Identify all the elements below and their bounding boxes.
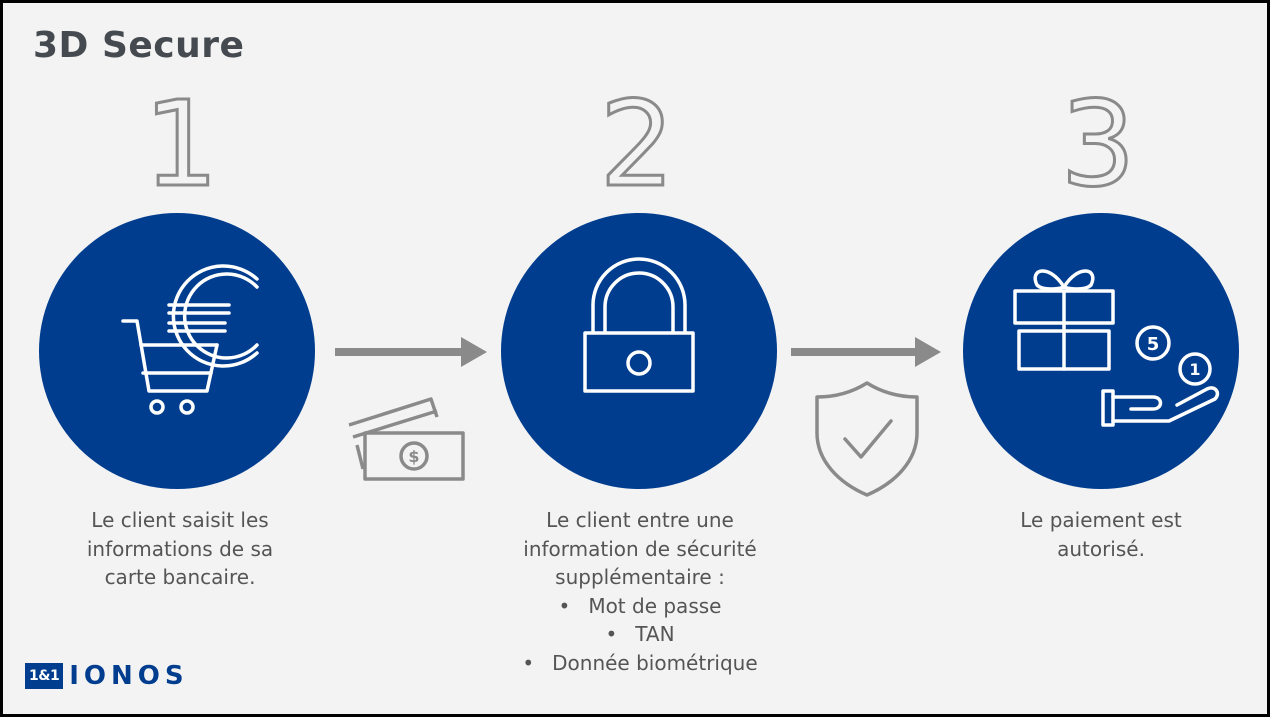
ionos-logo: 1&1 IONOS	[25, 661, 189, 691]
step-3-caption: Le paiement est autorisé.	[951, 506, 1251, 563]
logo-badge: 1&1	[25, 663, 64, 689]
caption-line: Le client entre une	[546, 508, 734, 532]
svg-text:1: 1	[1189, 360, 1200, 379]
arrow-1-to-2	[335, 337, 487, 367]
bullet-item: TAN	[490, 620, 790, 649]
caption-line: information de sécurité	[523, 536, 757, 561]
bullet-item: Donnée biométrique	[490, 649, 790, 678]
caption-line: autorisé.	[1057, 536, 1145, 561]
padlock-icon	[583, 257, 695, 393]
step-3-number: 3	[1059, 75, 1137, 213]
shopping-cart-euro-icon	[121, 264, 259, 415]
caption-line: Le paiement est	[1020, 508, 1182, 532]
svg-text:$: $	[408, 447, 419, 466]
security-options-list: Mot de passe TAN Donnée biométrique	[490, 592, 790, 678]
step-2-number: 2	[598, 75, 676, 213]
step-1-circle	[39, 213, 315, 489]
step-1-number: 1	[142, 75, 220, 213]
shield-check-icon	[815, 381, 919, 497]
bullet-item: Mot de passe	[490, 592, 790, 621]
diagram-title: 3D Secure	[33, 25, 245, 66]
caption-line: Le client saisit les	[91, 508, 269, 532]
step-2-caption: Le client entre une information de sécur…	[490, 506, 790, 677]
caption-line: informations de sa	[86, 536, 274, 561]
banknotes-icon: $	[348, 397, 465, 481]
step-1-caption: Le client saisit les informations de sa …	[30, 506, 330, 592]
svg-text:5: 5	[1147, 334, 1160, 355]
gift-coins-hand-icon: 5 1	[1013, 269, 1220, 427]
caption-line: carte bancaire.	[104, 565, 256, 589]
diagram-canvas: 3D Secure 1 2 3	[3, 3, 1267, 714]
arrow-2-to-3	[791, 337, 941, 367]
caption-line: supplémentaire :	[555, 565, 725, 589]
step-3-circle: 5 1	[963, 213, 1239, 489]
logo-wordmark: IONOS	[69, 661, 189, 691]
step-2-circle	[501, 213, 777, 489]
